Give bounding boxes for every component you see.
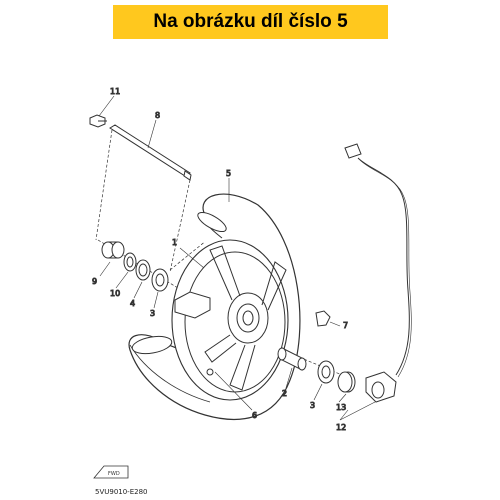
seal-part-13 [337, 371, 356, 393]
fwd-label: FWD [108, 471, 120, 477]
bearing-part-4 [135, 259, 151, 281]
callout-10: 10 [110, 289, 120, 298]
callout-6: 6 [252, 411, 257, 420]
wheel-hub-part-1 [171, 239, 289, 401]
collar-part-2 [277, 347, 307, 371]
bushing-part-9 [101, 241, 125, 259]
axle-part-8 [109, 124, 192, 181]
speedometer-cable [344, 143, 412, 378]
callout-11: 11 [110, 87, 120, 96]
clip-part-7 [315, 310, 331, 327]
callout-2: 2 [282, 389, 287, 398]
leader-lines [98, 95, 376, 421]
callout-9: 9 [92, 277, 97, 286]
callout-7: 7 [343, 321, 348, 330]
callout-1: 1 [172, 238, 177, 247]
title-banner: Na obrázku díl číslo 5 [113, 5, 388, 39]
oil-seal-part-10 [123, 252, 137, 272]
bolt-part-11 [89, 114, 107, 128]
callout-3-right: 3 [310, 401, 315, 410]
callout-13: 13 [336, 403, 346, 412]
callout-8: 8 [155, 111, 160, 120]
forward-arrow-icon: FWD [93, 465, 129, 479]
meter-gear-part-12 [365, 371, 397, 403]
callout-5: 5 [226, 169, 231, 178]
banner-title: Na obrázku díl číslo 5 [153, 11, 348, 32]
callout-4: 4 [130, 299, 135, 308]
callout-3-left: 3 [150, 309, 155, 318]
callout-12: 12 [336, 423, 346, 432]
bearing-part-3-right [317, 360, 335, 384]
bearing-part-3-left [151, 268, 169, 292]
diagram-code: 5VU9010-E280 [95, 488, 148, 496]
